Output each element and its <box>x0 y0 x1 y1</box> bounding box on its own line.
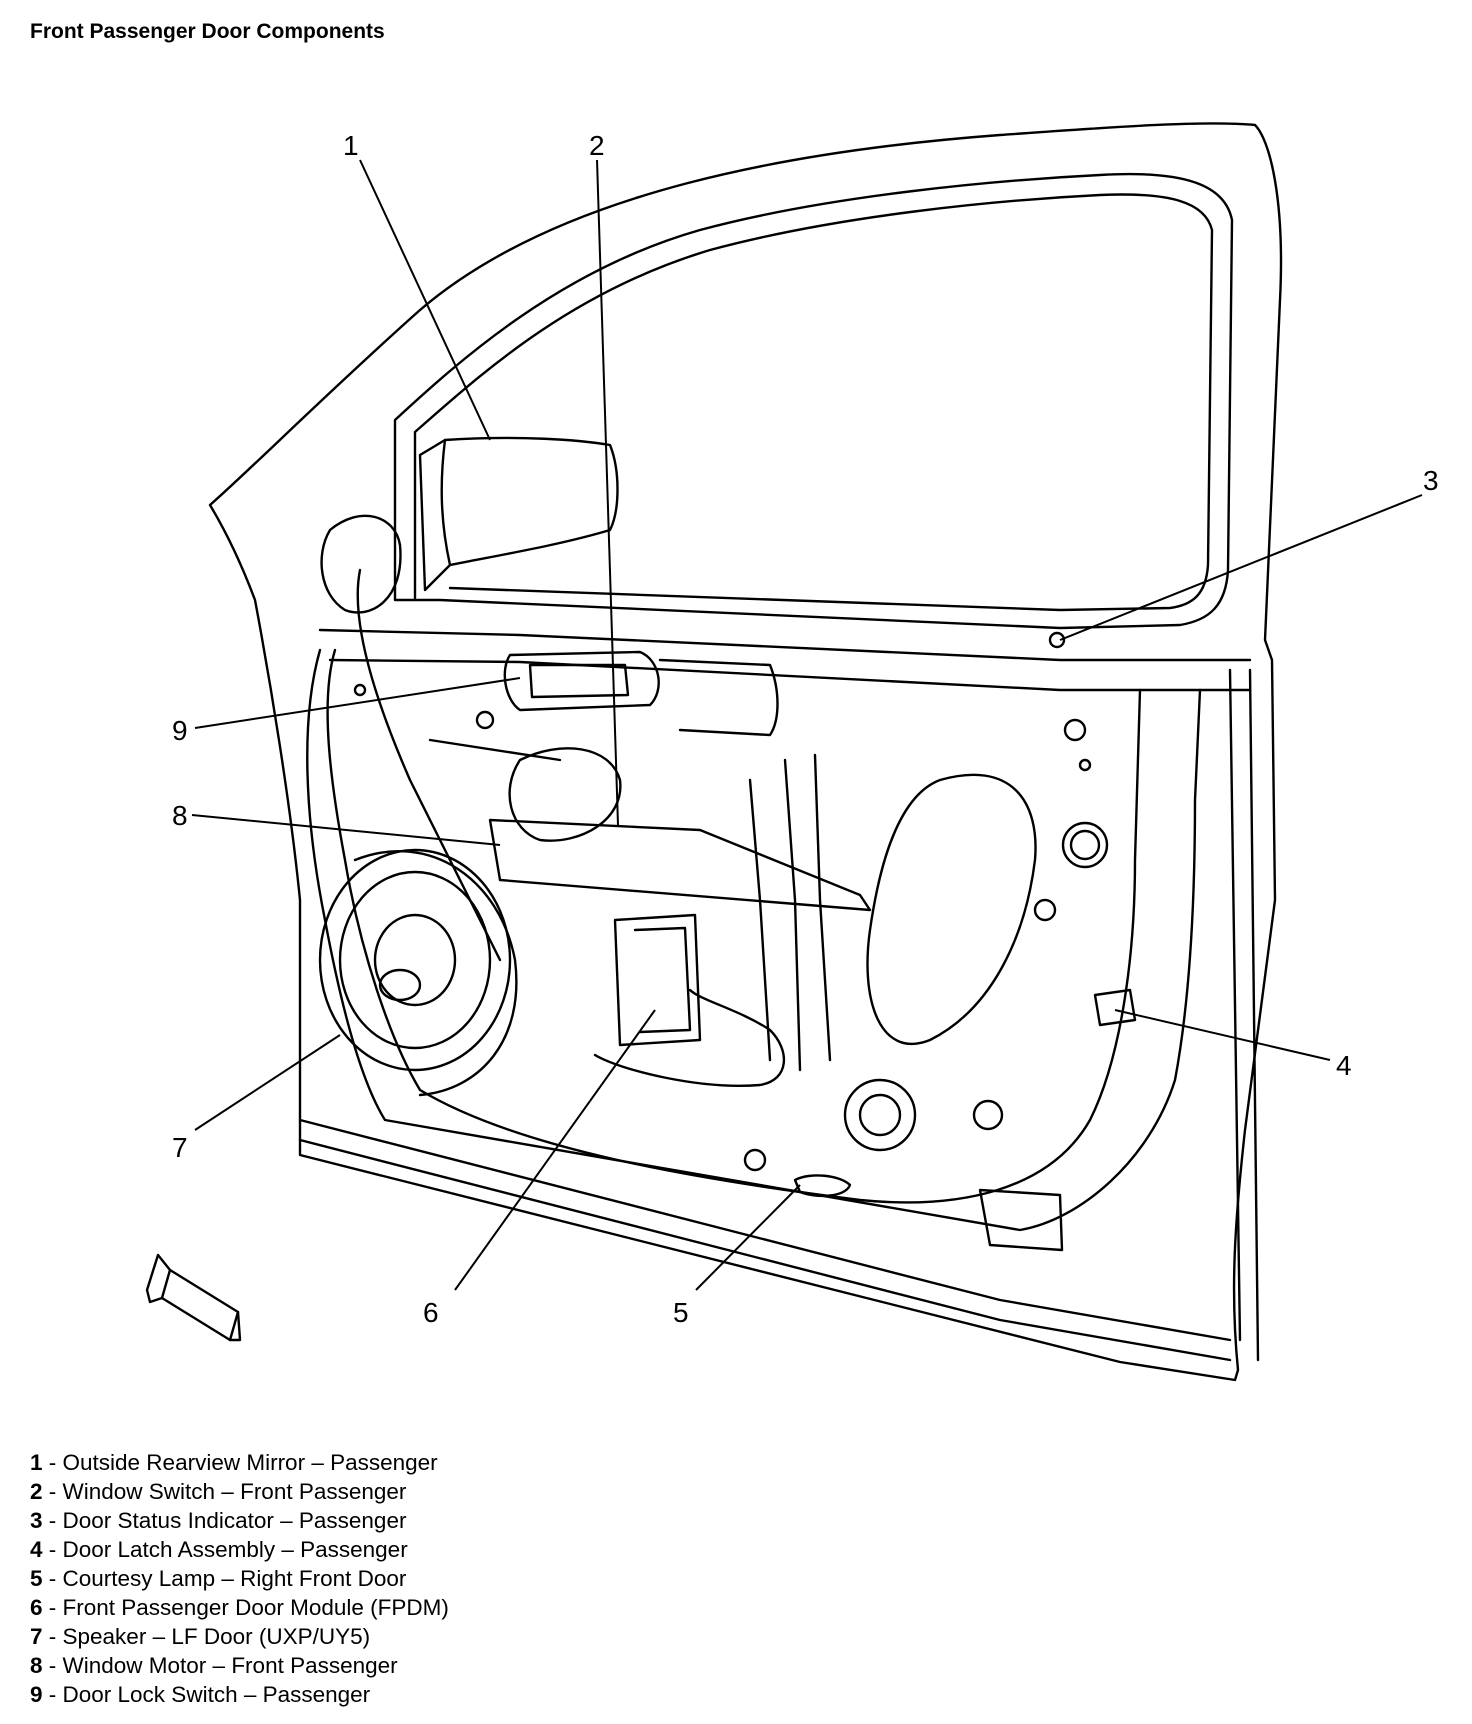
door-status-indicator <box>1048 631 1066 649</box>
callout-1: 1 <box>343 130 359 161</box>
legend-item-2: 2 - Window Switch – Front Passenger <box>30 1477 449 1506</box>
inner-panel <box>326 648 1142 1204</box>
door-handle <box>503 650 660 712</box>
callout-7: 7 <box>172 1132 188 1163</box>
callout-2: 2 <box>589 130 605 161</box>
mirror <box>440 436 619 567</box>
legend-text: - Front Passenger Door Module (FPDM) <box>42 1595 449 1620</box>
callout-9: 9 <box>172 715 188 746</box>
legend-num: 3 <box>30 1508 43 1533</box>
legend-text: - Speaker – LF Door (UXP/UY5) <box>42 1624 371 1649</box>
legend-item-1: 1 - Outside Rearview Mirror – Passenger <box>30 1448 449 1477</box>
window-motor <box>488 818 872 912</box>
callout-3: 3 <box>1423 465 1439 496</box>
legend-num: 8 <box>30 1653 43 1678</box>
legend-num: 4 <box>30 1537 43 1562</box>
legend-item-6: 6 - Front Passenger Door Module (FPDM) <box>30 1593 449 1622</box>
legend-text: - Outside Rearview Mirror – Passenger <box>42 1450 438 1475</box>
legend-text: - Window Motor – Front Passenger <box>42 1653 398 1678</box>
legend-num: 1 <box>30 1450 43 1475</box>
legend-item-9: 9 - Door Lock Switch – Passenger <box>30 1680 449 1709</box>
legend-item-3: 3 - Door Status Indicator – Passenger <box>30 1506 449 1535</box>
component-legend: 1 - Outside Rearview Mirror – Passenger … <box>30 1448 449 1709</box>
door-latch <box>1093 988 1137 1027</box>
legend-item-8: 8 - Window Motor – Front Passenger <box>30 1651 449 1680</box>
legend-text: - Courtesy Lamp – Right Front Door <box>42 1566 407 1591</box>
legend-num: 7 <box>30 1624 43 1649</box>
legend-item-4: 4 - Door Latch Assembly – Passenger <box>30 1535 449 1564</box>
legend-text: - Door Status Indicator – Passenger <box>42 1508 407 1533</box>
callout-4: 4 <box>1336 1050 1352 1081</box>
direction-arrow <box>145 1253 242 1342</box>
legend-num: 2 <box>30 1479 43 1504</box>
speaker <box>318 848 512 1072</box>
legend-text: - Door Latch Assembly – Passenger <box>42 1537 408 1562</box>
legend-item-5: 5 - Courtesy Lamp – Right Front Door <box>30 1564 449 1593</box>
callout-5: 5 <box>673 1297 689 1328</box>
legend-item-7: 7 - Speaker – LF Door (UXP/UY5) <box>30 1622 449 1651</box>
window-opening <box>393 172 1234 630</box>
door-module <box>613 913 702 1047</box>
legend-num: 5 <box>30 1566 43 1591</box>
door-frame-outer <box>208 122 1283 1382</box>
door-diagram: 1 2 3 4 5 6 7 8 9 <box>145 122 1439 1382</box>
legend-text: - Door Lock Switch – Passenger <box>42 1682 371 1707</box>
legend-num: 9 <box>30 1682 43 1707</box>
callout-8: 8 <box>172 800 188 831</box>
legend-num: 6 <box>30 1595 43 1620</box>
courtesy-lamp <box>793 1174 852 1198</box>
callout-6: 6 <box>423 1297 439 1328</box>
diagram-title: Front Passenger Door Components <box>30 20 385 43</box>
legend-text: - Window Switch – Front Passenger <box>42 1479 407 1504</box>
